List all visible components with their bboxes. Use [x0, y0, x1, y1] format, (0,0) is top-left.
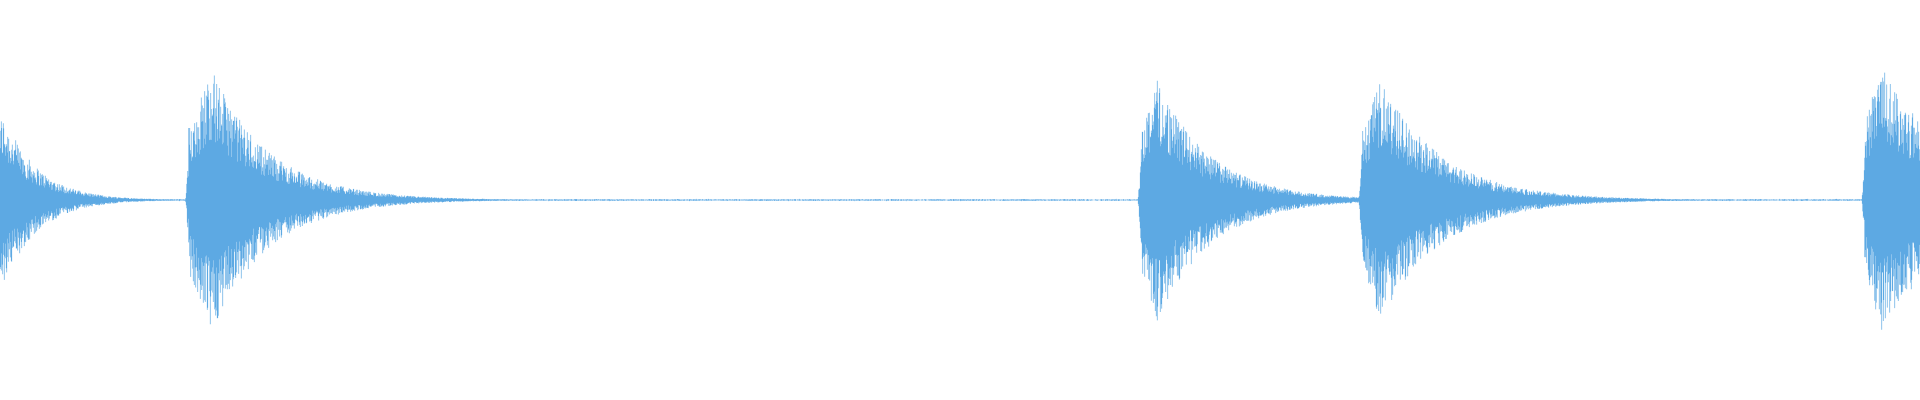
- waveform-signal: [0, 64, 1920, 336]
- waveform-burst-1: [0, 116, 108, 284]
- waveform-burst-4: [1361, 80, 1565, 320]
- waveform-burst-3: [1141, 76, 1318, 324]
- waveform-burst-5: [1864, 64, 1920, 336]
- waveform-burst-2: [188, 68, 384, 332]
- waveform-trace: [0, 72, 1920, 330]
